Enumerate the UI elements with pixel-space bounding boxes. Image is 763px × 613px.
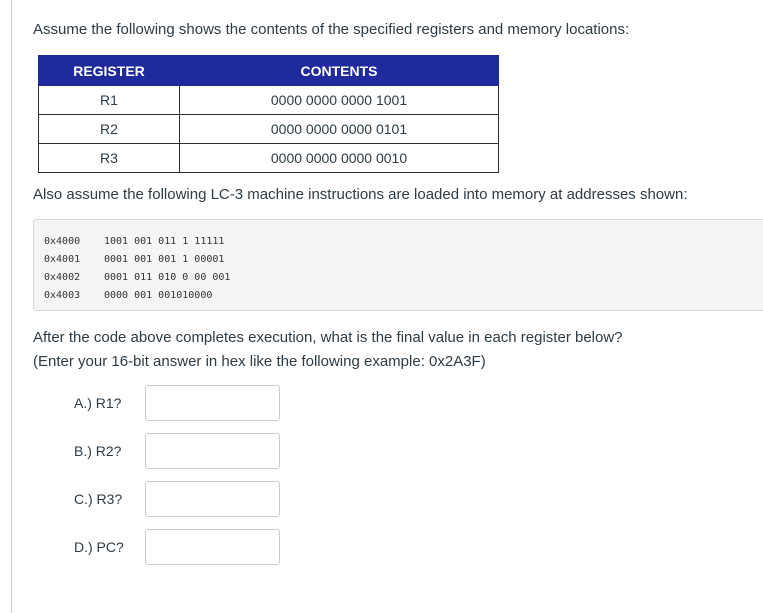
answer-label-pc: D.) PC? bbox=[74, 539, 124, 555]
intro-text: Assume the following shows the contents … bbox=[33, 21, 630, 38]
code-line: 0x4003 0000 001 001010000 bbox=[44, 287, 763, 305]
code-instruction: 1001 001 011 1 11111 bbox=[104, 236, 225, 247]
answer-label-r3: C.) R3? bbox=[74, 491, 123, 507]
code-address: 0x4000 bbox=[44, 236, 81, 247]
table-row: R3 0000 0000 0000 0010 bbox=[38, 143, 499, 173]
code-line: 0x4000 1001 001 011 1 11111 bbox=[44, 233, 763, 251]
answer-row-pc: D.) PC? bbox=[74, 528, 280, 566]
code-instruction: 0001 011 010 0 00 001 bbox=[104, 272, 231, 283]
contents-column-header: CONTENTS bbox=[179, 55, 499, 86]
contents-cell: 0000 0000 0000 0101 bbox=[179, 114, 499, 144]
table-row: R1 0000 0000 0000 1001 bbox=[38, 85, 499, 115]
answer-row-r3: C.) R3? bbox=[74, 480, 280, 518]
table-row: R2 0000 0000 0000 0101 bbox=[38, 114, 499, 144]
register-cell: R2 bbox=[38, 114, 180, 144]
answer-input-r1[interactable] bbox=[145, 385, 280, 421]
question-text: After the code above completes execution… bbox=[33, 326, 623, 374]
question-line-2: (Enter your 16-bit answer in hex like th… bbox=[33, 353, 486, 370]
register-table-header-row: REGISTER CONTENTS bbox=[38, 55, 499, 86]
register-cell: R1 bbox=[38, 85, 180, 115]
instructions-intro-text: Also assume the following LC-3 machine i… bbox=[33, 186, 688, 203]
code-instruction: 0000 001 001010000 bbox=[104, 290, 213, 301]
answer-row-r1: A.) R1? bbox=[74, 384, 280, 422]
register-cell: R3 bbox=[38, 143, 180, 173]
answer-label-r1: A.) R1? bbox=[74, 395, 122, 411]
content-left-border bbox=[11, 0, 12, 613]
answer-input-pc[interactable] bbox=[145, 529, 280, 565]
code-line: 0x4002 0001 011 010 0 00 001 bbox=[44, 269, 763, 287]
register-column-header: REGISTER bbox=[38, 55, 180, 86]
code-address: 0x4002 bbox=[44, 272, 81, 283]
contents-cell: 0000 0000 0000 0010 bbox=[179, 143, 499, 173]
answer-label-r2: B.) R2? bbox=[74, 443, 122, 459]
code-line: 0x4001 0001 001 001 1 00001 bbox=[44, 251, 763, 269]
answer-row-r2: B.) R2? bbox=[74, 432, 280, 470]
contents-cell: 0000 0000 0000 1001 bbox=[179, 85, 499, 115]
code-block: 0x4000 1001 001 011 1 11111 0x4001 0001 00… bbox=[33, 219, 763, 311]
register-table: REGISTER CONTENTS R1 0000 0000 0000 1001… bbox=[38, 55, 499, 173]
answer-input-r2[interactable] bbox=[145, 433, 280, 469]
code-address: 0x4001 bbox=[44, 254, 81, 265]
code-instruction: 0001 001 001 1 00001 bbox=[104, 254, 225, 265]
answer-input-r3[interactable] bbox=[145, 481, 280, 517]
question-line-1: After the code above completes execution… bbox=[33, 329, 623, 346]
code-address: 0x4003 bbox=[44, 290, 81, 301]
